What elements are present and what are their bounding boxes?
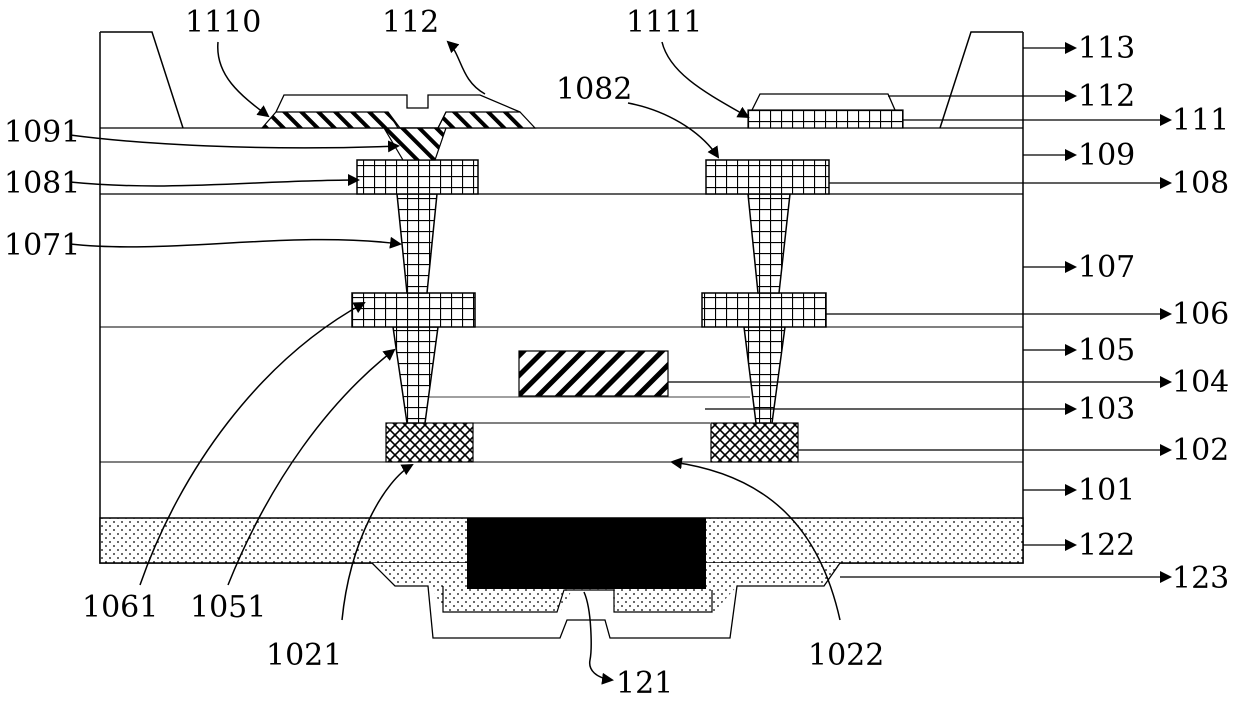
label-r106: 106 bbox=[1172, 297, 1229, 332]
label-1082: 1082 bbox=[556, 72, 632, 107]
label-r111: 111 bbox=[1172, 103, 1229, 138]
via-1071 bbox=[397, 194, 437, 293]
layer-112-left bbox=[276, 95, 520, 112]
pad-1082 bbox=[706, 160, 829, 194]
via-1072 bbox=[748, 194, 790, 293]
label-r101: 101 bbox=[1078, 473, 1135, 508]
pad-1022 bbox=[711, 423, 798, 462]
label-r109: 109 bbox=[1078, 138, 1135, 173]
label-r112: 112 bbox=[1078, 79, 1135, 114]
pad-1111 bbox=[748, 110, 903, 128]
label-1022: 1022 bbox=[808, 638, 884, 673]
right-via-stack bbox=[702, 160, 829, 423]
label-r102: 102 bbox=[1172, 433, 1229, 468]
via-1091 bbox=[384, 128, 446, 160]
label-r103: 103 bbox=[1078, 392, 1135, 427]
pad-1081 bbox=[357, 160, 478, 194]
label-1081: 1081 bbox=[4, 166, 80, 201]
label-r104: 104 bbox=[1172, 365, 1229, 400]
label-1111: 1111 bbox=[626, 5, 702, 40]
label-r123: 123 bbox=[1172, 561, 1229, 596]
layer-112-right bbox=[752, 94, 895, 110]
label-121: 121 bbox=[616, 666, 673, 701]
label-1071: 1071 bbox=[4, 228, 80, 263]
chip-121 bbox=[467, 518, 706, 589]
pad-1061 bbox=[352, 293, 475, 327]
pad-1021 bbox=[386, 423, 473, 462]
label-r108: 108 bbox=[1172, 166, 1229, 201]
pad-1062 bbox=[702, 293, 826, 327]
pad-1110 bbox=[262, 112, 535, 128]
pad-1110-center bbox=[388, 112, 446, 128]
label-1061: 1061 bbox=[82, 590, 158, 625]
label-1110: 1110 bbox=[185, 5, 261, 40]
label-r105: 105 bbox=[1078, 333, 1135, 368]
label-1091: 1091 bbox=[4, 115, 80, 150]
label-r122: 122 bbox=[1078, 528, 1135, 563]
label-112-top: 112 bbox=[382, 5, 439, 40]
label-r107: 107 bbox=[1078, 250, 1135, 285]
left-via-stack bbox=[352, 160, 478, 423]
via-1051 bbox=[393, 327, 438, 423]
top-wall-left bbox=[100, 32, 183, 128]
block-104 bbox=[519, 351, 668, 396]
label-1021: 1021 bbox=[266, 638, 342, 673]
label-1051: 1051 bbox=[190, 590, 266, 625]
label-r113: 113 bbox=[1078, 31, 1135, 66]
top-wall-right bbox=[940, 32, 1023, 128]
